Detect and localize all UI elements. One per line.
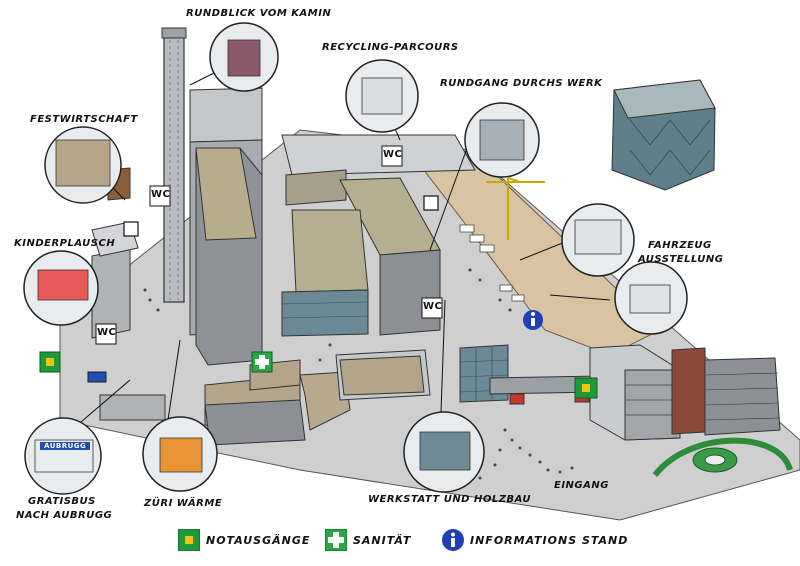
label-recycling: Recycling-Parcours bbox=[322, 42, 459, 53]
glass-annex bbox=[281, 289, 369, 337]
legend-first-aid-label: Sanität bbox=[353, 533, 412, 547]
label-zueri-waerme: Züri Wärme bbox=[144, 498, 223, 509]
hall-roof bbox=[281, 134, 476, 176]
label-fahrzeug: Fahrzeug bbox=[648, 240, 712, 251]
wc-icon bbox=[95, 145, 443, 345]
label-rundblick: Rundblick vom Kamin bbox=[186, 8, 332, 19]
wc-sign: WC bbox=[151, 189, 171, 200]
first-aid-icon bbox=[324, 528, 348, 552]
bus-destination-sign: Aubrugg bbox=[44, 442, 87, 450]
label-rundgang: Rundgang durchs Werk bbox=[440, 78, 603, 89]
legend-info-stand-label: Informations Stand bbox=[470, 533, 629, 547]
crane-icon bbox=[486, 177, 545, 240]
restaurant-icon bbox=[123, 195, 439, 237]
legend-emergency-exits: Notausgänge bbox=[177, 528, 311, 552]
garden-arc bbox=[652, 437, 793, 477]
label-nach-aubrugg: nach Aubrugg bbox=[16, 510, 113, 521]
legend-info-stand: Informations Stand bbox=[442, 528, 628, 552]
left-hall-roof bbox=[291, 209, 369, 293]
office-building-3 bbox=[704, 357, 781, 436]
upper-tower bbox=[189, 87, 263, 143]
legend: Notausgänge Sanität Informations Stand bbox=[0, 524, 800, 554]
label-ausstellung: Ausstellung bbox=[638, 254, 724, 265]
label-gratisbus: Gratisbus bbox=[28, 496, 96, 507]
wc-sign: WC bbox=[97, 327, 117, 338]
first-aid-icon bbox=[251, 351, 273, 373]
parked-vehicles bbox=[459, 224, 525, 302]
chimney bbox=[163, 31, 185, 303]
emergency-exit-icon bbox=[177, 528, 201, 552]
chimney-top bbox=[161, 27, 187, 39]
label-festwirtschaft: Festwirtschaft bbox=[30, 114, 138, 125]
info-icon bbox=[523, 310, 543, 330]
legend-emergency-exits-label: Notausgänge bbox=[206, 533, 311, 547]
label-kinderplausch: Kinderplausch bbox=[14, 238, 116, 249]
label-werkstatt: Werkstatt und Holzbau bbox=[368, 494, 531, 505]
label-eingang: Eingang bbox=[554, 480, 609, 491]
wc-sign: WC bbox=[383, 149, 403, 160]
main-block-roof bbox=[195, 147, 257, 241]
bus-shelter bbox=[99, 394, 166, 421]
office-building-2 bbox=[671, 347, 706, 435]
info-icon bbox=[442, 529, 464, 551]
wc-sign: WC bbox=[423, 301, 443, 312]
legend-first-aid: Sanität bbox=[324, 528, 412, 552]
crowd bbox=[143, 268, 574, 480]
bus bbox=[87, 371, 107, 383]
